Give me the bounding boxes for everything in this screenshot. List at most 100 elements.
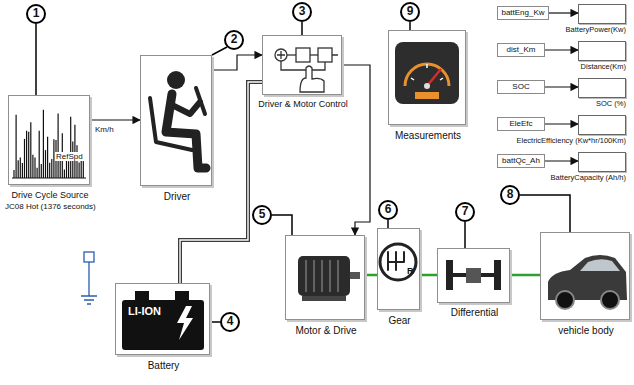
plot-stroke <box>22 163 23 178</box>
drive-cycle-plot <box>12 110 86 178</box>
callout-number: 2 <box>231 33 238 47</box>
plot-stroke <box>13 170 14 178</box>
block-label: Driver & Motor Control <box>258 99 348 109</box>
plot-stroke <box>30 122 31 178</box>
callout-leader <box>464 222 466 248</box>
signal-line <box>549 12 578 13</box>
plot-stroke <box>68 161 69 178</box>
plot-stroke <box>76 145 77 178</box>
plot-stroke <box>28 132 29 178</box>
differential-block: Differential <box>437 248 510 303</box>
callout-leader <box>272 215 292 235</box>
block-label: Gear <box>388 315 410 327</box>
signal-line <box>545 160 578 161</box>
plot-stroke <box>41 164 42 178</box>
electrical-wire <box>180 82 262 283</box>
plot-stroke <box>36 168 37 178</box>
plot-stroke <box>24 139 25 178</box>
display-label: SOC (%) <box>596 100 626 109</box>
tag-label: dist_Km <box>507 45 536 54</box>
callout-circle: 8 <box>500 185 520 205</box>
callout-circle: 3 <box>292 2 312 22</box>
plot-stroke <box>49 163 50 178</box>
plot-stroke <box>26 131 27 178</box>
plot-stroke <box>51 159 52 178</box>
plot-stroke <box>78 163 79 178</box>
plot-stroke <box>39 131 40 178</box>
plot-stroke <box>64 170 65 178</box>
callout-circle: 2 <box>224 30 244 50</box>
from-tag: dist_Km <box>497 43 545 57</box>
display-label: BatteryCapacity (Ah/h) <box>551 174 626 183</box>
callout-number: 5 <box>259 208 266 222</box>
callout-leader <box>210 321 220 323</box>
mechanical-link <box>420 274 437 277</box>
wire-core <box>180 82 262 283</box>
motor-icon <box>298 256 360 301</box>
from-tag: SOC <box>497 80 545 94</box>
block-label: Differential <box>451 307 499 319</box>
controller-icon <box>275 48 338 92</box>
callout-number: 7 <box>462 205 469 219</box>
gear-block: RGear <box>377 228 420 310</box>
plot-stroke <box>43 110 44 178</box>
tag-label: battEng_Kw <box>501 8 544 17</box>
tag-label: battQc_Ah <box>502 156 540 165</box>
callout-circle: 7 <box>455 202 475 222</box>
plot-stroke <box>45 150 46 178</box>
display-block: BatteryPower(Kw) <box>578 4 626 24</box>
driver-icon <box>150 71 206 168</box>
block-label: Battery <box>148 360 180 372</box>
callout-circle: 9 <box>400 2 420 22</box>
control-block: Driver & Motor Control <box>262 35 342 95</box>
block-label: Driver <box>164 191 191 203</box>
tag-label: SOC <box>512 82 529 91</box>
driver-block: Driver <box>140 55 212 186</box>
measurement-block: Measurements <box>388 30 466 125</box>
block-sublabel: JC08 Hot (1376 seconds) <box>5 202 96 211</box>
callout-leader <box>520 195 570 232</box>
callout-number: 4 <box>227 315 234 329</box>
motor-block: Motor & Drive <box>285 235 365 320</box>
plot-stroke <box>32 155 33 178</box>
plot-stroke <box>20 157 21 178</box>
battery-icon <box>122 291 204 350</box>
differential-icon <box>446 260 501 290</box>
display-label: Distance(Km) <box>581 63 626 72</box>
gear-icon <box>380 244 416 280</box>
callout-circle: 1 <box>26 4 46 24</box>
signal-line <box>212 55 262 70</box>
callout-number: 6 <box>385 203 392 217</box>
plot-axis <box>12 178 86 179</box>
signal-line <box>545 49 578 50</box>
plot-stroke <box>34 157 35 178</box>
plot-stroke <box>16 115 17 178</box>
from-tag: battEng_Kw <box>497 6 549 20</box>
callout-circle: 6 <box>378 200 398 220</box>
car-icon <box>548 255 627 309</box>
plot-stroke <box>47 137 48 178</box>
block-label: Drive Cycle Source <box>11 190 88 200</box>
callout-circle: 5 <box>252 205 272 225</box>
plot-stroke <box>18 160 19 178</box>
port-label: RefSpd <box>55 152 84 161</box>
callout-leader <box>301 22 303 35</box>
callout-leader <box>409 22 411 30</box>
unit-label: Km/h <box>95 125 114 134</box>
callout-number: 3 <box>299 5 306 19</box>
block-label: Measurements <box>395 130 461 142</box>
display-label: ElectricEfficiency (Kw*hr/100Km) <box>517 137 626 146</box>
callout-circle: 4 <box>220 312 240 332</box>
gear-mark: R <box>407 266 414 276</box>
signal-line <box>90 119 140 120</box>
ground-symbol <box>81 252 97 304</box>
mechanical-link <box>510 274 540 277</box>
callout-leader <box>387 220 389 228</box>
block-label: vehicle body <box>558 325 614 337</box>
tag-label: EleEfc <box>509 119 532 128</box>
from-tag: EleEfc <box>497 117 545 131</box>
signal-line <box>342 65 370 235</box>
vehicle-block: vehicle body <box>540 232 630 320</box>
display-block: SOC (%) <box>578 78 626 98</box>
callout-number: 8 <box>507 188 514 202</box>
